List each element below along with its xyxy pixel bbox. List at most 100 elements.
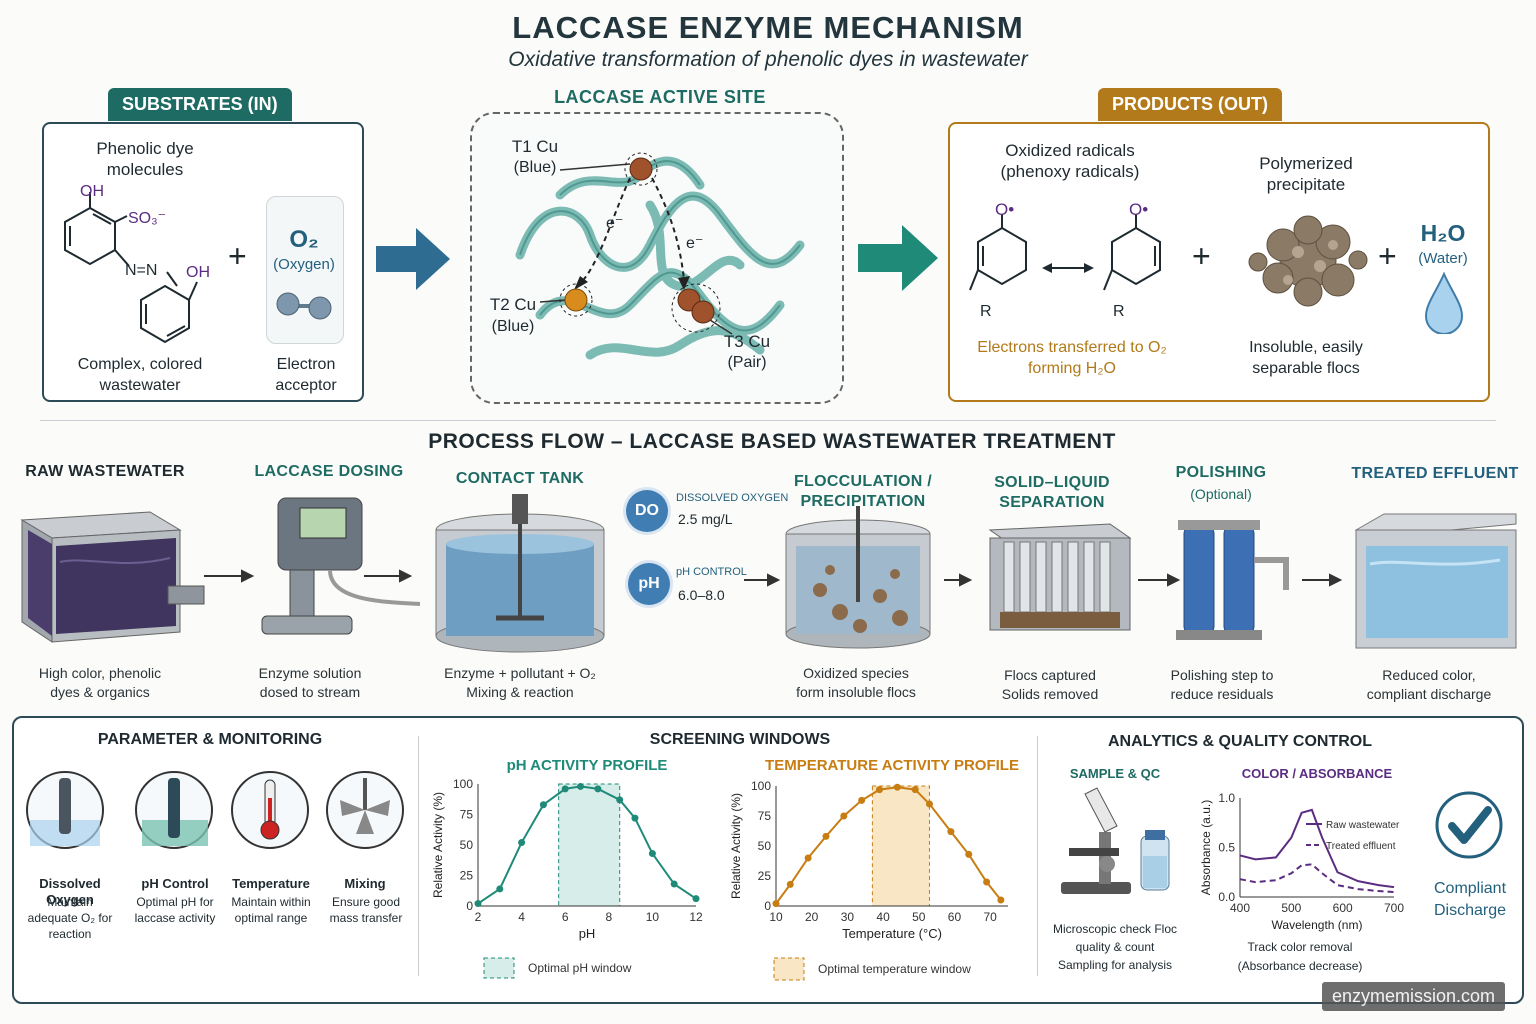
water-name: (Water) [1418,250,1468,267]
data-point [561,785,569,793]
y-tick-label: 0 [764,899,771,913]
step-polishing-sub: (Optional) [1190,486,1252,502]
dye-oh-2: OH [186,264,210,281]
data-point [631,814,639,822]
series-line-1 [1239,863,1395,894]
radicals-caption: Electrons transferred to O₂ forming H₂O [977,339,1167,377]
laccase-dosing-pump [261,497,421,635]
monitor-mixing-desc: Ensure good mass transfer [329,895,403,925]
legend-label: Treated effluent [1326,841,1396,852]
substrates-tag: SUBSTRATES (IN) [108,88,292,121]
plus-sign-3: + [1378,238,1397,274]
step-separation-title: SOLID–LIQUID SEPARATION [994,474,1110,511]
step-polishing-desc: Polishing step to reduce residuals [1170,667,1274,702]
ph-badge: pH [628,563,670,605]
oxygen-caption: Electron acceptor [275,356,337,394]
monitoring-title: PARAMETER & MONITORING [97,731,323,748]
monitor-ph-desc: Optimal pH for laccase activity [134,895,216,925]
step-dosing-title: LACCASE DOSING [254,463,404,480]
step-raw-title: RAW WASTEWATER [25,463,185,480]
microscope-icon [1061,787,1170,894]
step-floc-desc: Oxidized species form insoluble flocs [796,665,916,700]
data-point [692,895,700,903]
polishing-columns [1176,520,1289,640]
flow-arrow-out [858,225,938,291]
x-tick-label: 20 [805,910,819,924]
section-divider [40,420,1496,421]
radicals-title: Oxidized radicals (phenoxy radicals) [1000,141,1140,181]
y-tick-label: 75 [460,808,474,822]
products-panel [948,122,1490,402]
x-tick-label: 600 [1333,901,1353,915]
data-point [616,796,624,804]
data-point [893,783,901,791]
monitor-mixing-title: Mixing [344,876,386,891]
data-point [496,885,504,893]
process-title: PROCESS FLOW – LACCASE BASED WASTEWATER … [428,430,1116,453]
x-tick-label: 60 [948,910,962,924]
series-line-0 [1239,808,1395,889]
contact-tank-mixer [435,494,605,653]
ph-label: pH CONTROL [676,566,747,578]
y-tick-label: 100 [751,779,771,793]
x-tick-label: 500 [1281,901,1301,915]
monitoring-icons [26,771,404,849]
data-point [518,839,526,847]
legend-label: Optimal pH window [528,961,632,975]
bottom-divider-1 [418,736,419,976]
step-effluent-title: TREATED EFFLUENT [1351,465,1519,482]
products-tag: PRODUCTS (OUT) [1098,88,1282,121]
x-tick-label: 10 [769,910,783,924]
flocculation-tank [785,506,931,649]
x-tick-label: 8 [605,910,612,924]
oxygen-name: (Oxygen) [273,256,335,273]
flow-arrow-in [376,228,450,290]
y-tick-label: 25 [758,869,772,883]
x-tick-label: 2 [475,910,482,924]
radical-r-2: R [1113,303,1125,320]
x-axis-label: pH [579,926,596,941]
radical-o-2: O• [1129,200,1149,219]
x-tick-label: 700 [1384,901,1404,915]
active-site-tag: LACCASE ACTIVE SITE [554,87,766,107]
data-point [822,832,830,840]
legend-label: Optimal temperature window [818,962,971,976]
radical-r-1: R [980,303,992,320]
page-title: LACCASE ENZYME MECHANISM [512,10,1024,45]
electron-label-1: e⁻ [606,215,624,232]
y-tick-label: 50 [758,839,772,853]
t2-cu-label: T2 Cu [489,295,537,314]
dye-caption: Complex, colored wastewater [77,356,203,394]
chart-title: COLOR / ABSORBANCE [1242,766,1393,781]
t3-cu-label: T3 Cu [723,332,771,351]
treated-effluent-basin [1354,513,1517,649]
y-tick-label: 50 [460,838,474,852]
step-separation-desc: Flocs captured Solids removed [1001,667,1099,702]
data-point [997,896,1005,904]
water-drop-icon [1424,272,1464,334]
data-point [772,900,780,908]
optimal-window [871,785,930,907]
sample-qc-title: SAMPLE & QC [1069,766,1161,781]
x-axis-label: Wavelength (nm) [1272,918,1363,932]
y-tick-label: 0.5 [1218,841,1235,855]
data-point [911,786,919,794]
legend-swatch [773,957,805,981]
monitor-do-desc: Maintain adequate O₂ for reaction [27,895,113,941]
x-tick-label: 50 [912,910,926,924]
data-point [670,880,678,888]
t1-cu-sub: (Blue) [513,159,557,176]
phenoxy-radical-structures [969,214,1161,291]
y-tick-label: 100 [453,777,473,791]
monitor-ph-title: pH Control [141,876,209,891]
do-value: 2.5 mg/L [678,511,733,527]
do-label: DISSOLVED OXYGEN [676,492,789,504]
y-axis-label: Absorbance (a.u.) [1199,800,1213,895]
oxygen-formula: O₂ [289,226,319,253]
monitor-do-title: Dissolved Oxygen [39,876,101,907]
y-tick-label: 1.0 [1218,791,1235,805]
oxygen-molecule-icon [276,292,332,320]
data-point [947,828,955,836]
data-point [858,796,866,804]
data-point [648,850,656,858]
